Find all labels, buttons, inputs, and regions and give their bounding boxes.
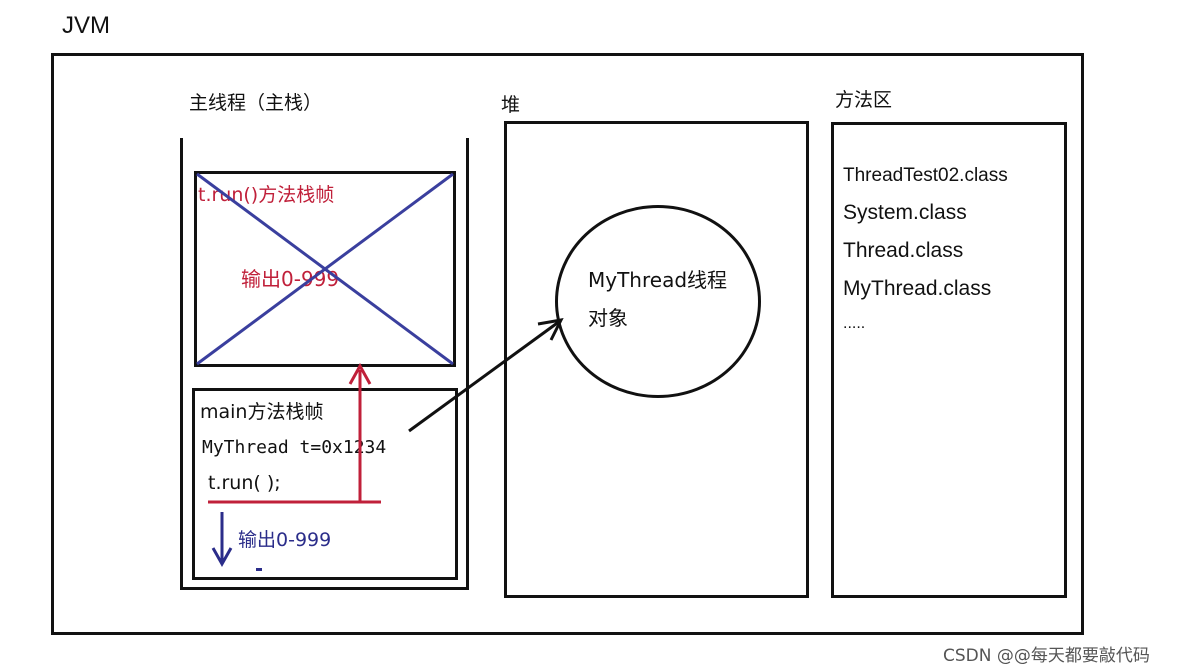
continue-arrowhead	[211, 547, 233, 568]
watermark: CSDN @@每天都要敲代码	[943, 646, 1150, 666]
object-label-line1: MyThread线程	[588, 268, 728, 292]
jvm-label: JVM	[62, 12, 110, 39]
push-frame-arrowhead	[348, 362, 372, 385]
heap-title: 堆	[501, 94, 521, 116]
stack-floor	[180, 587, 469, 590]
class-item-ellipsis: .....	[843, 315, 866, 332]
class-item-threadtest02: ThreadTest02.class	[843, 165, 1008, 186]
main-frame-title: main方法栈帧	[200, 401, 324, 423]
stack-wall-right	[466, 138, 469, 590]
cross-line-2	[196, 172, 454, 366]
main-frame-code-declaration: MyThread t=0x1234	[202, 437, 387, 458]
reference-arrow	[408, 319, 561, 433]
main-stack-title: 主线程（主栈）	[189, 92, 323, 114]
ink-dot	[256, 568, 262, 571]
main-frame-code-call: t.run( );	[208, 472, 281, 494]
main-stack-frame	[192, 388, 458, 580]
method-area	[831, 122, 1067, 598]
reference-arrowhead	[537, 318, 564, 341]
class-item-system: System.class	[843, 201, 967, 224]
run-stack-frame	[194, 171, 456, 367]
class-item-thread: Thread.class	[843, 239, 964, 262]
class-item-mythread: MyThread.class	[843, 277, 992, 300]
jvm-container	[51, 53, 1084, 635]
main-frame-output: 输出0-999	[238, 529, 332, 551]
object-label-line2: 对象	[588, 306, 628, 330]
mythread-object	[555, 205, 761, 398]
stack-wall-left	[180, 138, 183, 590]
method-area-title: 方法区	[835, 89, 893, 111]
